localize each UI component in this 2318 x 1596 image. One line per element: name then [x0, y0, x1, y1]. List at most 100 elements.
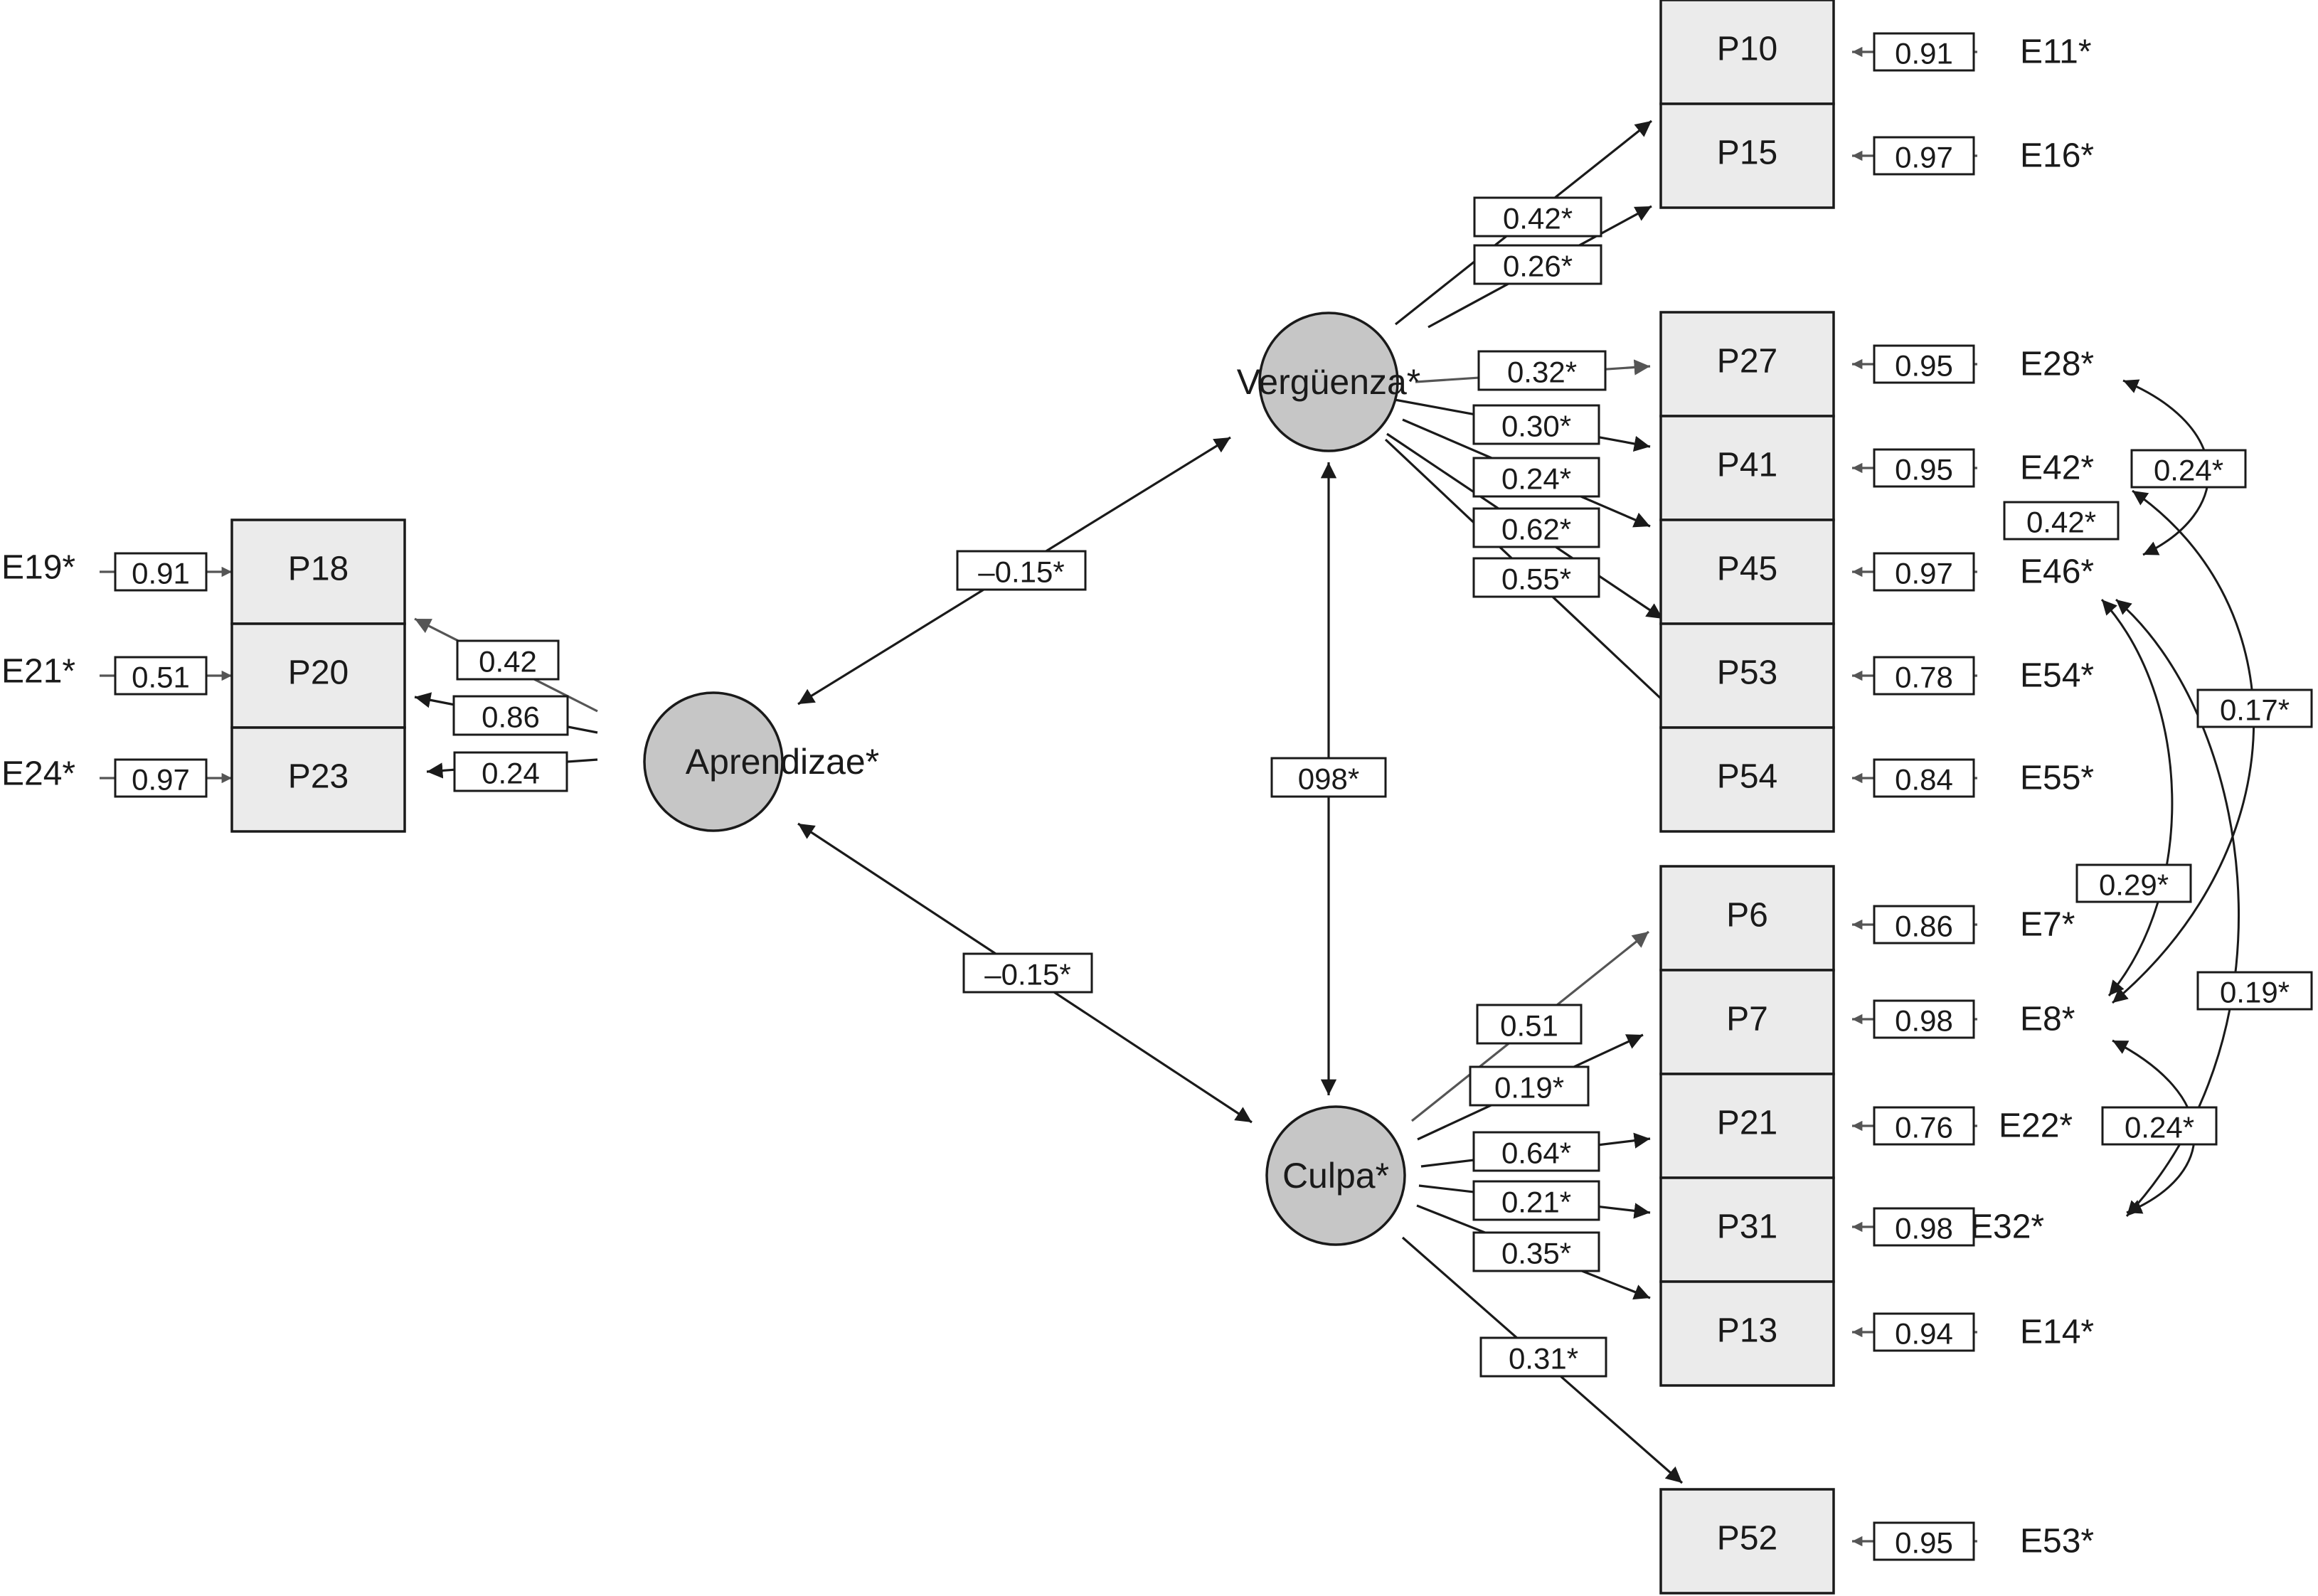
loading-cul-p13: 0.35*: [1501, 1237, 1571, 1270]
indicator-p6-label: P6: [1726, 897, 1768, 935]
error-value-e22-box: [1873, 1106, 1975, 1146]
error-value-e16: 0.97: [1895, 141, 1953, 174]
error-e24: E24*: [1, 755, 75, 793]
error-e8: E8*: [2020, 1001, 2075, 1038]
error-value-e46-box: [1873, 552, 1975, 592]
loading-ver-p53-box: [1472, 507, 1600, 548]
error-corr-e46-e8-box: [2075, 863, 2192, 903]
indicator-p53-label: P53: [1717, 654, 1777, 692]
loading-ver-p10: 0.42*: [1503, 202, 1573, 235]
error-value-e19: 0.91: [132, 557, 190, 590]
loading-apr-p18-box: [456, 639, 560, 681]
latent-aprendizae-label: Aprendizae*: [686, 742, 879, 782]
latent-corr-apr-cul: –0.15*: [984, 958, 1070, 991]
loading-ver-p15: 0.26*: [1503, 250, 1573, 283]
error-value-e53-box: [1873, 1521, 1975, 1561]
error-e28: E28*: [2020, 346, 2094, 383]
error-e21: E21*: [1, 653, 75, 691]
error-covariance-curves: [2100, 379, 2255, 1218]
error-corr-e42-e32-box: [2196, 971, 2313, 1011]
indicator-p27-label: P27: [1717, 343, 1777, 381]
coefficient-labels: 0.910.510.970.910.970.950.950.970.780.84…: [114, 32, 2313, 1561]
error-e54: E54*: [2020, 657, 2094, 695]
latent-corr-ver-cul-box: [1270, 757, 1387, 798]
error-corr-e46-e32: 0.17*: [2220, 693, 2290, 727]
error-value-e55-box: [1873, 758, 1975, 798]
indicator-p7-label: P7: [1726, 1001, 1768, 1038]
error-value-e16-box: [1873, 136, 1975, 176]
error-e11: E11*: [2020, 33, 2092, 71]
indicator-p31: [1659, 1176, 1835, 1283]
loading-cul-p21-box: [1472, 1131, 1600, 1172]
indicator-p52-label: P52: [1717, 1520, 1777, 1558]
error-e46: E46*: [2020, 553, 2094, 591]
error-e7: E7*: [2020, 906, 2075, 944]
indicator-p18-label: P18: [288, 550, 349, 588]
loading-cul-p52: 0.31*: [1509, 1342, 1578, 1376]
loading-ver-p27-box: [1477, 350, 1607, 391]
loading-ver-p45-box: [1472, 457, 1600, 498]
loading-cul-p7-box: [1469, 1065, 1590, 1107]
error-e19: E19*: [1, 549, 75, 587]
loading-apr-p23: 0.24: [482, 757, 540, 790]
indicator-p13-label: P13: [1717, 1312, 1777, 1350]
latent-corr-ver-cul: 098*: [1298, 762, 1359, 796]
error-value-e24: 0.97: [132, 763, 190, 797]
indicator-p18: [230, 518, 406, 625]
indicator-p53: [1659, 622, 1835, 729]
error-e32: E32*: [1970, 1208, 2044, 1246]
error-corr-e46-e8: 0.29*: [2099, 868, 2169, 902]
latent-corr-apr-ver: –0.15*: [978, 555, 1064, 589]
error-value-e42-box: [1873, 448, 1975, 488]
error-value-e8-box: [1873, 999, 1975, 1039]
loading-apr-p18: 0.42: [479, 645, 537, 679]
latent-aprendizae: [643, 691, 784, 832]
loading-cul-p31: 0.21*: [1501, 1186, 1571, 1219]
latent-culpa-label: Culpa*: [1282, 1156, 1389, 1196]
indicator-p23-label: P23: [288, 758, 349, 796]
error-corr-e42-e32: 0.19*: [2220, 976, 2290, 1009]
error-corr-e42-e8-box: [2003, 501, 2120, 541]
indicator-p52: [1659, 1488, 1835, 1595]
error-value-e53: 0.95: [1895, 1526, 1953, 1560]
error-e16: E16*: [2020, 137, 2094, 175]
indicator-p54-label: P54: [1717, 758, 1777, 796]
error-e42: E42*: [2020, 449, 2094, 487]
loading-ver-p10-box: [1473, 196, 1602, 238]
indicator-p20-label: P20: [288, 654, 349, 692]
diagram-nodes: Aprendizae*Vergüenza*Culpa*P18P20P23P10P…: [1, 0, 2094, 1595]
error-value-e14-box: [1873, 1312, 1975, 1352]
error-value-e8: 0.98: [1895, 1004, 1953, 1038]
error-value-e21: 0.51: [132, 661, 190, 694]
loading-cul-p6-box: [1476, 1004, 1583, 1045]
error-value-e24-box: [114, 758, 208, 798]
indicator-p15-label: P15: [1717, 134, 1777, 172]
loading-ver-p53: 0.62*: [1501, 513, 1571, 546]
error-value-e55: 0.84: [1895, 763, 1953, 797]
error-value-e28-box: [1873, 344, 1975, 384]
error-value-e32: 0.98: [1895, 1212, 1953, 1245]
loading-apr-p20: 0.86: [482, 701, 540, 734]
loading-cul-p6: 0.51: [1500, 1009, 1558, 1043]
indicator-p41-label: P41: [1717, 447, 1777, 484]
indicator-p7: [1659, 969, 1835, 1075]
error-value-e7: 0.86: [1895, 910, 1953, 943]
error-value-e46: 0.97: [1895, 557, 1953, 590]
indicator-p54: [1659, 726, 1835, 833]
error-value-e21-box: [114, 656, 208, 696]
indicator-p45: [1659, 518, 1835, 625]
error-corr-e28-e46: 0.24*: [2154, 454, 2223, 487]
error-value-e11: 0.91: [1895, 37, 1953, 70]
error-value-e28: 0.95: [1895, 349, 1953, 383]
loading-cul-p21: 0.64*: [1501, 1137, 1571, 1170]
error-value-e42: 0.95: [1895, 453, 1953, 486]
loading-ver-p45: 0.24*: [1501, 462, 1571, 496]
loading-apr-p20-box: [452, 695, 569, 736]
loading-cul-p7: 0.19*: [1494, 1071, 1564, 1105]
error-e14: E14*: [2020, 1314, 2094, 1351]
error-corr-e8-e32: 0.24*: [2125, 1111, 2194, 1144]
error-e55: E55*: [2020, 760, 2094, 797]
error-value-e54-box: [1873, 656, 1975, 696]
loading-ver-p54: 0.55*: [1501, 563, 1571, 596]
